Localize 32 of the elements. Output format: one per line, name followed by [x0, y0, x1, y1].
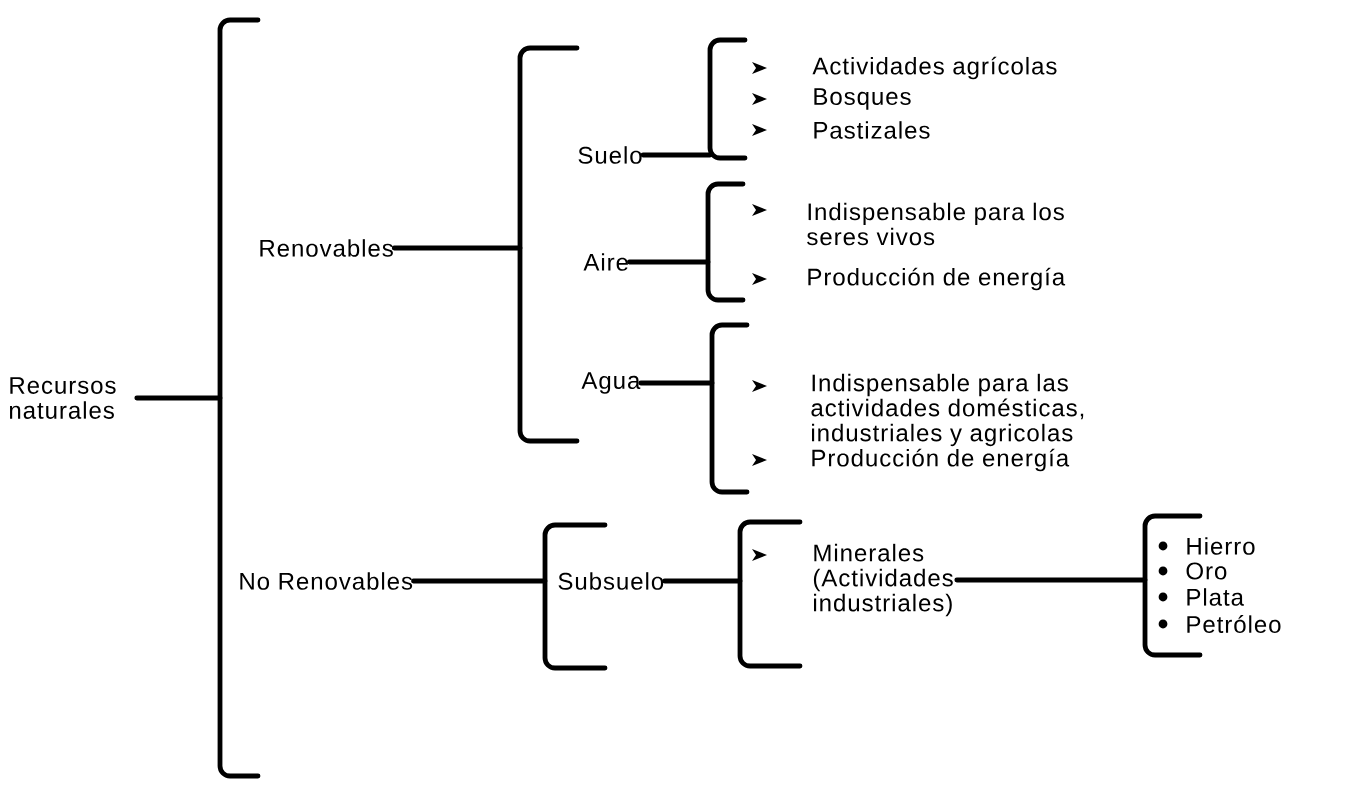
- node-label: Suelo: [578, 146, 642, 164]
- node-label: No Renovables: [240, 572, 413, 590]
- node-label: Recursos naturales: [10, 377, 116, 419]
- connector: [134, 395, 223, 401]
- node-label: Renovables: [260, 239, 393, 257]
- connector: [411, 578, 548, 584]
- node-label: Petróleo: [1187, 615, 1281, 633]
- node-label: Agua: [581, 372, 641, 394]
- node-label: Bosques: [814, 88, 911, 110]
- node-label: Subsuelo: [558, 572, 664, 590]
- connector: [640, 152, 713, 158]
- bracket: [707, 37, 748, 161]
- connector: [391, 245, 523, 251]
- bracket: [737, 519, 803, 669]
- connector: [954, 577, 1148, 583]
- node-label: Indispensable para las actividades domésticas, industriales y agricolas: [811, 373, 1084, 447]
- node-label: Producción de energía: [812, 448, 1070, 472]
- node-label: Minerales (Actividades industriales): [813, 543, 953, 617]
- node-label: Producción de energía: [808, 267, 1066, 291]
- node-label: Aire: [583, 253, 628, 271]
- node-label: Pastizales: [814, 121, 930, 139]
- bracket: [517, 45, 580, 444]
- bracket: [705, 181, 746, 303]
- node-label: Hierro: [1187, 537, 1255, 555]
- bracket: [709, 322, 750, 495]
- node-label: Actividades agrícolas: [812, 56, 1057, 80]
- connector: [662, 578, 743, 584]
- connector: [626, 259, 711, 265]
- connector: [638, 380, 715, 386]
- node-label: Plata: [1187, 588, 1244, 606]
- node-label: Indispensable para los seres vivos: [807, 202, 1064, 246]
- node-label: Oro: [1186, 562, 1227, 580]
